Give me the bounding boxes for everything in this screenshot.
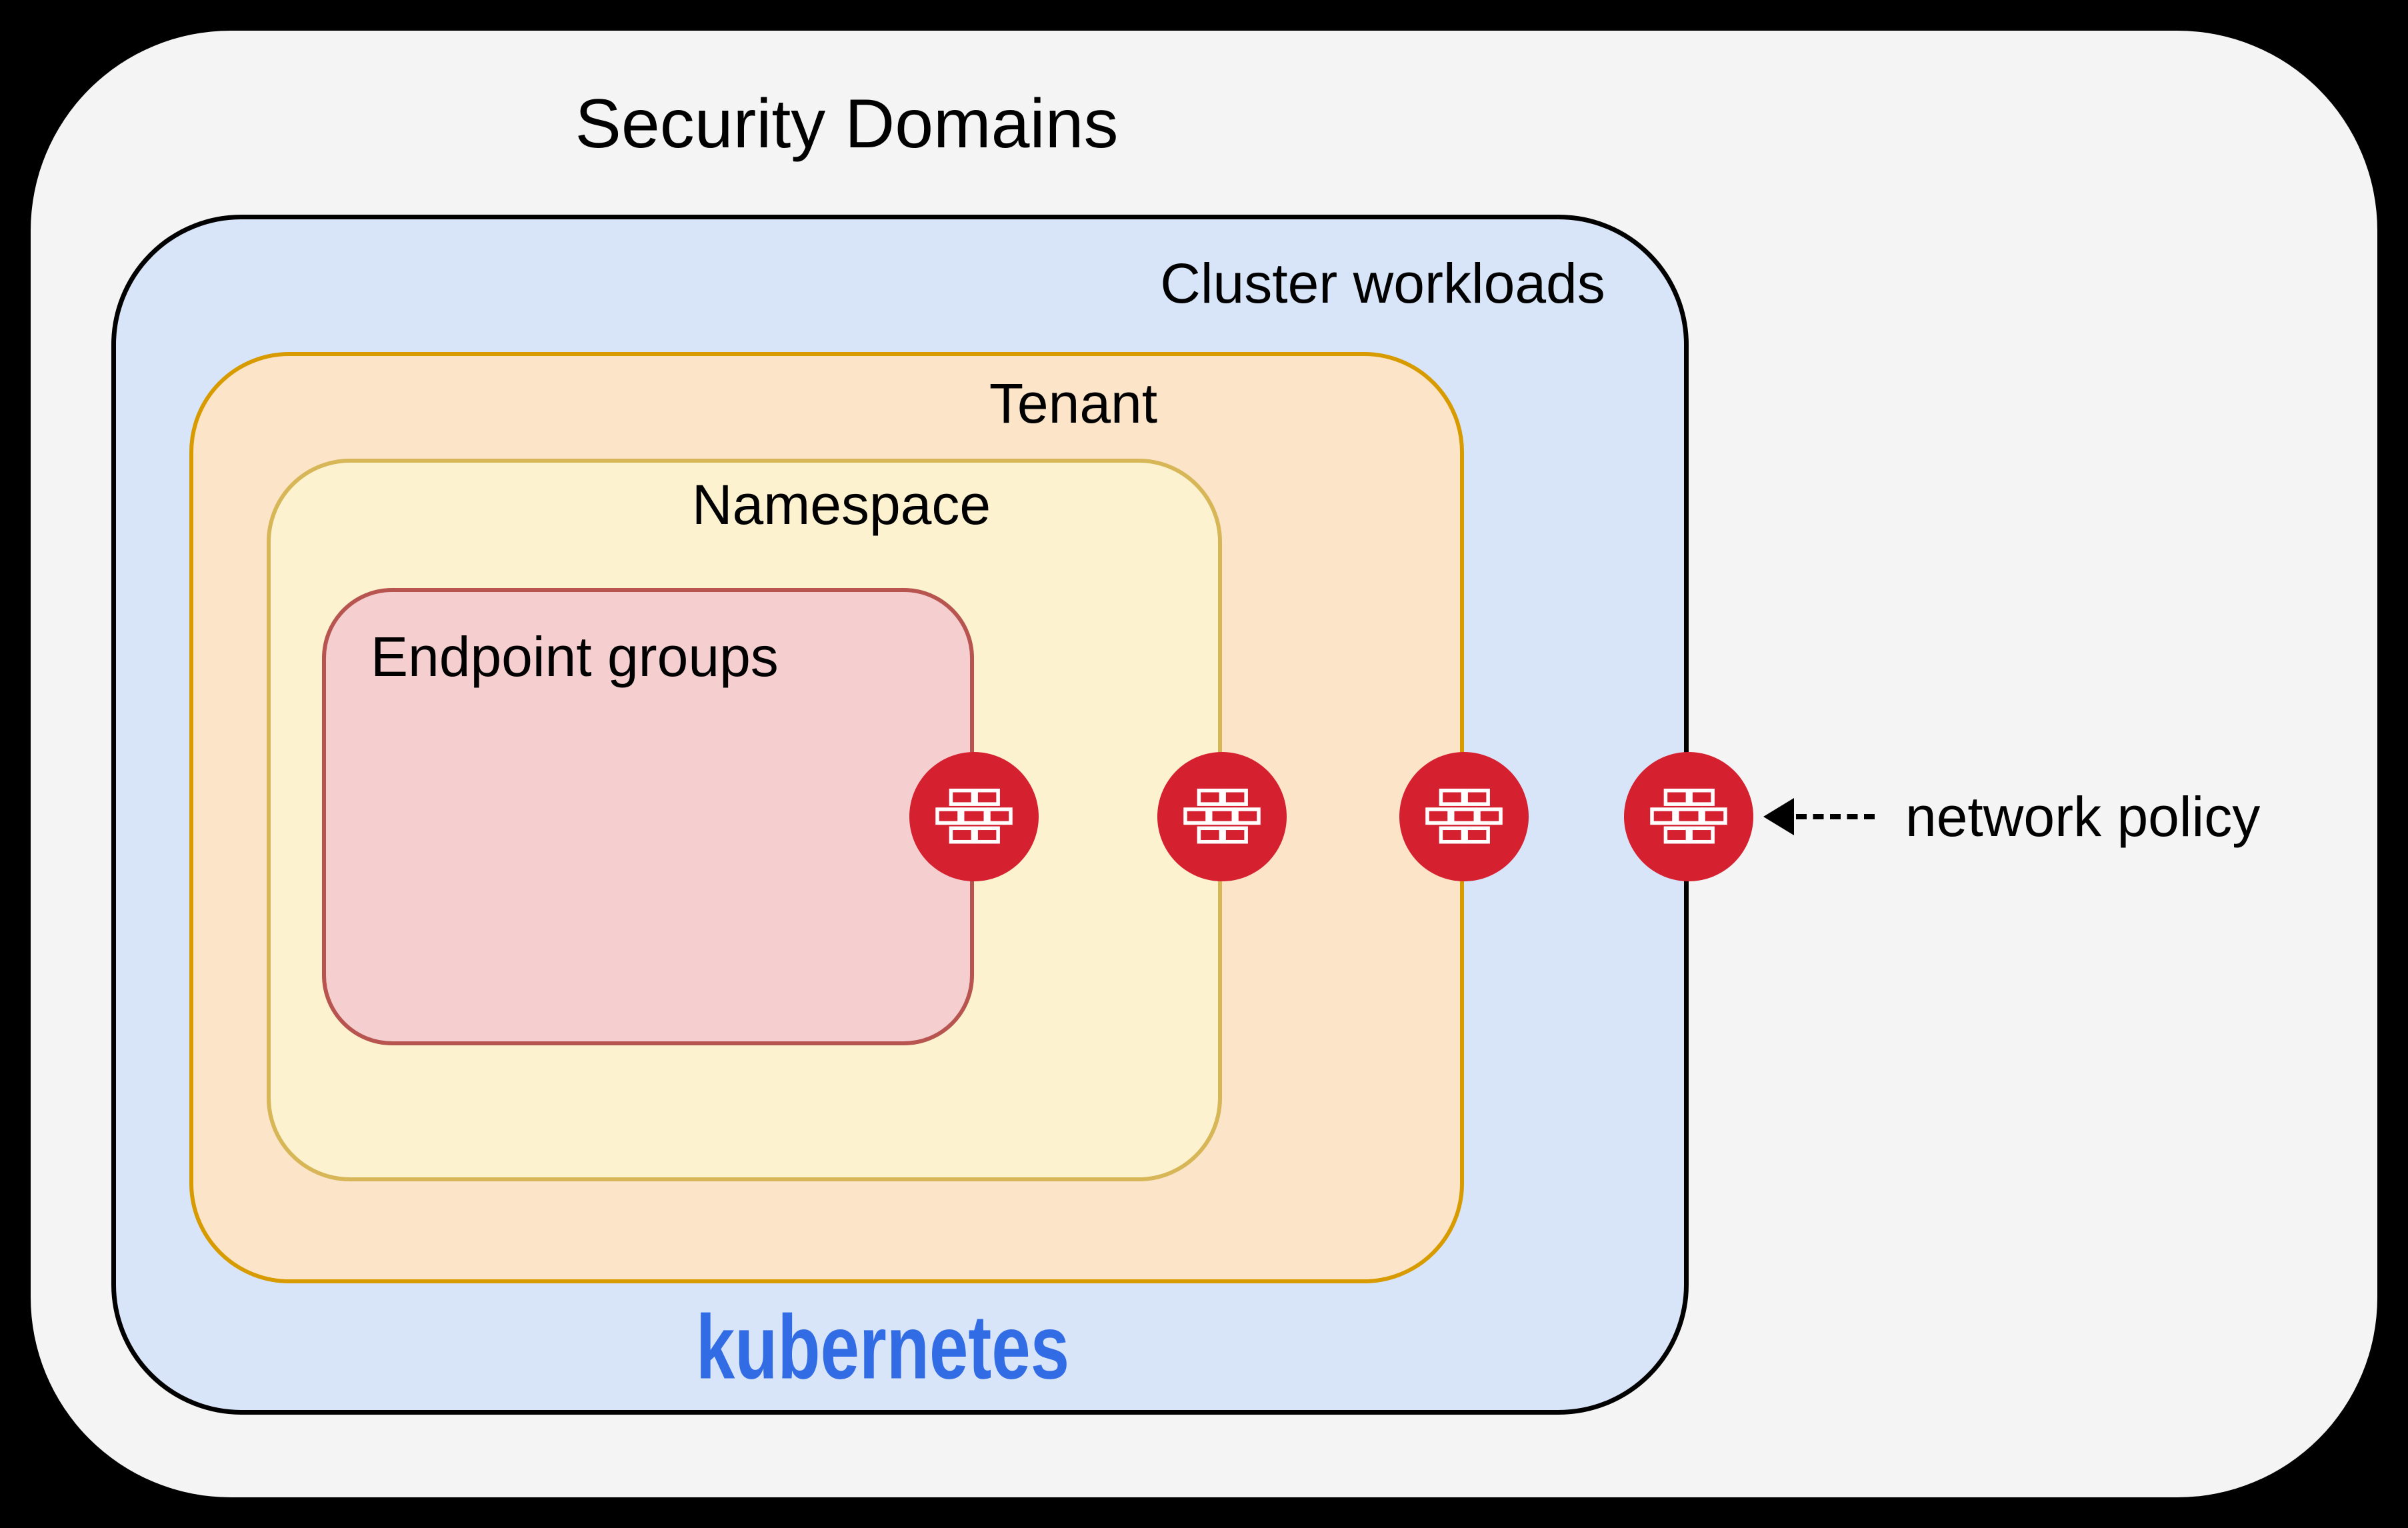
network-policy-label: network policy (1905, 785, 2261, 848)
endpoint-groups-box (322, 588, 974, 1045)
firewall-icon (1157, 752, 1287, 881)
arrow-left-icon (1763, 798, 1794, 835)
brick-wall-icon (935, 788, 1013, 844)
brick-wall-icon (1183, 788, 1261, 844)
dashed-arrow-line (1796, 814, 1875, 819)
namespace-label: Namespace (691, 473, 991, 536)
firewall-icon (1399, 752, 1529, 881)
cluster-workloads-label: Cluster workloads (1160, 252, 1605, 315)
firewall-icon (909, 752, 1039, 881)
tenant-label: Tenant (989, 372, 1158, 435)
diagram-title: Security Domains (575, 85, 1119, 163)
brick-wall-icon (1650, 788, 1727, 844)
kubernetes-wordmark: kubernetes (695, 1297, 1070, 1399)
firewall-icon (1624, 752, 1753, 881)
endpoint-groups-label: Endpoint groups (371, 625, 779, 688)
brick-wall-icon (1425, 788, 1503, 844)
